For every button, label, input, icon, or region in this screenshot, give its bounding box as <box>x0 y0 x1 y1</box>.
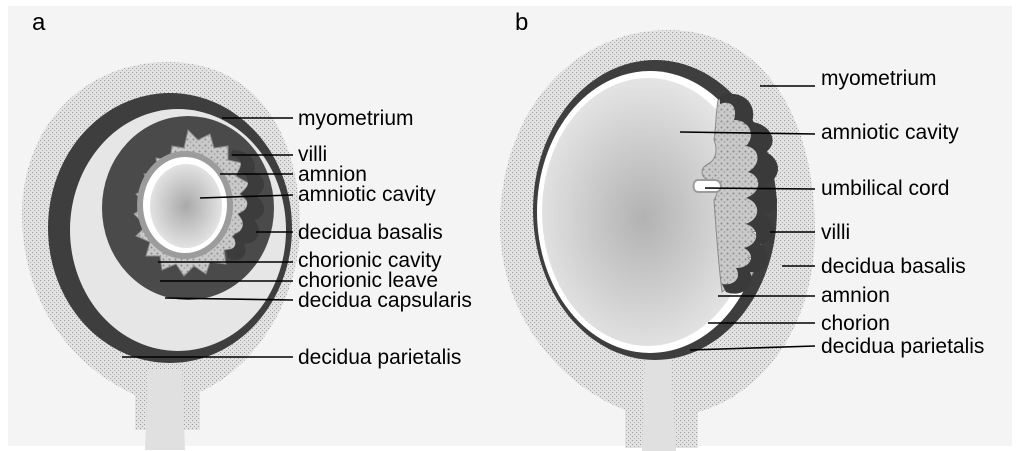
cervix-canal <box>145 370 185 450</box>
label-myometrium-a: myometrium <box>298 107 414 130</box>
label-chorion-b: chorion <box>821 312 890 335</box>
label-villi-b: villi <box>821 221 850 244</box>
label-decidua-basalis-a: decidua basalis <box>298 221 443 244</box>
umbilical-cord <box>694 180 722 192</box>
label-umbilical-cord-b: umbilical cord <box>821 177 949 200</box>
label-decidua-parietalis-a: decidua parietalis <box>298 346 461 369</box>
label-amniotic-cavity-a: amniotic cavity <box>298 183 436 206</box>
panel-b-letter: b <box>515 9 528 36</box>
leader-umbilical-cord-b <box>705 188 815 189</box>
label-myometrium-b: myometrium <box>821 67 937 90</box>
label-decidua-capsularis-a: decidua capsularis <box>298 289 472 312</box>
panel-a-letter: a <box>32 9 46 36</box>
label-amniotic-cavity-b: amniotic cavity <box>821 121 959 144</box>
amniotic-cavity-a <box>150 164 222 248</box>
label-amnion-b: amnion <box>821 284 890 307</box>
label-decidua-basalis-b: decidua basalis <box>821 255 966 278</box>
label-decidua-parietalis-b: decidua parietalis <box>821 335 984 358</box>
